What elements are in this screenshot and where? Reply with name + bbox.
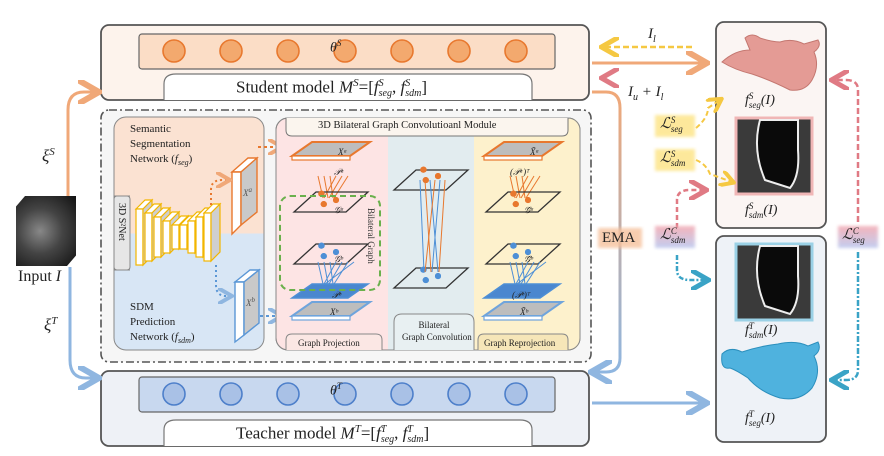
label-xb: Xᵇ [330, 307, 338, 317]
sdm-consistency-arrow-student [675, 190, 704, 228]
sdm-consistency-arrow-teacher [675, 255, 706, 280]
bilateral-graph-label: Bilateral Graph [366, 208, 376, 264]
graph-node [332, 197, 339, 204]
sdm-loss-arrow [695, 159, 732, 182]
graph-node [510, 190, 517, 197]
s2net-blocks-icon [134, 198, 222, 267]
sdm-feature-connector [215, 265, 230, 296]
xi-teacher-label: ξT [44, 315, 58, 335]
s2net-label: 3D S²Net [116, 203, 127, 241]
student-model-box [100, 24, 590, 101]
teacher-sdm-image [734, 242, 814, 322]
label-pb-transpose: (𝒫ᵇ)ᵀ [512, 290, 531, 300]
bilateral-graph-box [279, 195, 381, 291]
seg-consistency-arrow-teacher [834, 252, 860, 380]
graph-node [318, 242, 325, 249]
seg-consistency-arrow-student [834, 80, 860, 222]
param-node [276, 382, 300, 406]
graph-node [510, 242, 517, 249]
xi-student-label: ξS [42, 146, 55, 166]
student-param-label: θS [330, 38, 342, 56]
label-pb: 𝒫ᵇ [332, 290, 341, 300]
unlabeled-data-label: Iu + Il [628, 84, 664, 103]
teacher-seg-mesh-icon [721, 341, 820, 400]
graph-node [434, 173, 441, 180]
graph-node [422, 177, 429, 184]
sdm-network-label: SDM Prediction Network (fsdm) [130, 301, 195, 346]
graph-node [320, 253, 327, 260]
param-node [390, 39, 414, 63]
label-ga-tilde: 𝒢̃ᵃ [524, 205, 534, 215]
graph-node [512, 253, 519, 260]
graph-node [524, 197, 531, 204]
param-node [447, 39, 471, 63]
seg-feature-connector [210, 180, 228, 205]
feature-map-xb [233, 268, 261, 344]
stage-graph-projection: Graph Projection [298, 338, 360, 348]
param-node [162, 39, 186, 63]
label-xa: Xᵃ [338, 147, 348, 157]
graph-node [420, 166, 427, 173]
label-xa-tilde: X̃ᵃ [530, 147, 540, 157]
graph-projection-illustration [288, 141, 566, 321]
label-xb-tilde: X̃ᵇ [520, 307, 528, 317]
ema-label: EMA [602, 230, 636, 246]
graph-node [524, 249, 531, 256]
seg-loss-arrow [695, 100, 720, 129]
feature-xb-label: Xb [246, 296, 255, 308]
student-seg-mesh-icon [721, 34, 820, 91]
teacher-param-label: θT [330, 381, 342, 399]
param-node [276, 39, 300, 63]
input-image [16, 196, 76, 266]
input-label: Input I [18, 268, 62, 285]
teacher-input-arrow [68, 267, 96, 378]
graph-node [332, 249, 339, 256]
graph-node [320, 201, 327, 208]
label-gb: 𝒢ᵇ [334, 254, 343, 264]
param-node [447, 382, 471, 406]
param-node [390, 382, 414, 406]
param-node [504, 382, 528, 406]
seg-network-label: Semantic Segmentation Network (fseg) [130, 123, 193, 168]
student-input-arrow [66, 92, 96, 196]
label-ga: 𝒢ᵃ [334, 205, 344, 215]
stage-graph-reprojection: Graph Reprojection [484, 338, 556, 348]
labeled-data-label: Il [648, 26, 656, 45]
param-node [333, 39, 357, 63]
param-node [333, 382, 357, 406]
graph-node [434, 273, 441, 280]
student-sdm-image [734, 116, 814, 196]
feature-xa-label: Xa [243, 186, 252, 198]
teacher-model-box [100, 370, 590, 447]
graph-node [512, 201, 519, 208]
param-node [504, 39, 528, 63]
module-title: 3D Bilateral Graph Convolutioanl Module [318, 120, 497, 131]
param-node [162, 382, 186, 406]
param-node [219, 39, 243, 63]
feature-map-xa [230, 156, 259, 236]
graph-node [422, 277, 429, 284]
param-node [219, 382, 243, 406]
label-pa: 𝒫ᵃ [334, 167, 345, 177]
label-gb-tilde: 𝒢̃ᵇ [524, 254, 533, 264]
label-pa-transpose: (𝒫ᵃ)ᵀ [510, 167, 530, 177]
